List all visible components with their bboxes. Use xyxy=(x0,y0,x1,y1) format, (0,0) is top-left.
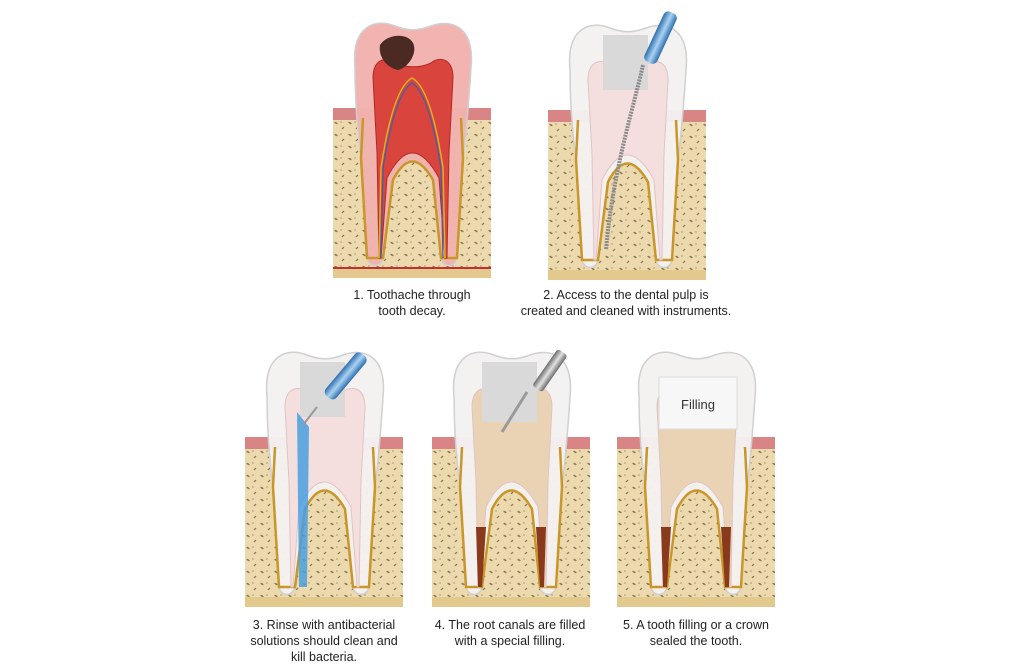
root-canal-filling xyxy=(661,527,671,587)
caption-line: kill bacteria. xyxy=(291,650,357,664)
root-cementum xyxy=(643,446,749,589)
caption-line: 2. Access to the dental pulp is xyxy=(543,288,709,302)
step-caption-2: 2. Access to the dental pulp is created a… xyxy=(506,287,746,319)
nerve xyxy=(378,77,446,259)
bone-base xyxy=(333,268,491,278)
root-canal-filling xyxy=(536,527,546,587)
bone-base xyxy=(432,597,590,607)
tooth-panel-1 xyxy=(333,22,491,278)
step-caption-1: 1. Toothache through tooth decay. xyxy=(292,287,532,319)
caption-line: tooth decay. xyxy=(378,304,446,318)
instrument-handle xyxy=(644,11,677,64)
caption-line: sealed the tooth. xyxy=(649,634,743,648)
step-caption-3: 3. Rinse with antibacterial solutions sho… xyxy=(204,617,444,665)
bone-base xyxy=(617,597,775,607)
plugger-tip xyxy=(500,391,529,433)
endodontic-file xyxy=(604,64,645,251)
root-cementum xyxy=(458,446,564,589)
syringe-needle xyxy=(302,406,318,426)
syringe xyxy=(324,352,367,400)
step-caption-5: 5. A tooth filling or a crown sealed the … xyxy=(576,617,816,649)
antibacterial-rinse xyxy=(297,412,309,587)
access-cavity xyxy=(482,362,537,422)
tooth-panel-4 xyxy=(432,349,590,607)
caption-line: with a special filling. xyxy=(454,634,566,648)
caption-line: 5. A tooth filling or a crown xyxy=(623,618,769,632)
caption-line: solutions should clean and xyxy=(250,634,398,648)
tooth-panel-5: Filling xyxy=(617,351,775,607)
bone-base xyxy=(548,270,706,280)
root-cementum xyxy=(574,119,680,262)
root-canal-filling xyxy=(721,527,731,587)
bone-base xyxy=(245,597,403,607)
caption-line: 3. Rinse with antibacterial xyxy=(252,618,396,632)
filling xyxy=(658,376,738,430)
filling-label: Filling xyxy=(681,397,715,412)
access-cavity xyxy=(603,35,648,90)
root-canal-filling xyxy=(476,527,486,587)
caption-line: 4. The root canals are filled xyxy=(434,618,586,632)
blood-vessel xyxy=(380,82,444,259)
root-cementum xyxy=(359,117,465,260)
root-cementum xyxy=(271,446,377,589)
caption-line: 1. Toothache through xyxy=(353,288,471,302)
plugger-instrument xyxy=(533,349,567,392)
tooth-panel-2 xyxy=(548,11,706,280)
caption-line: created and cleaned with instruments. xyxy=(520,304,732,318)
tooth-decay-cavity xyxy=(379,35,415,70)
tooth-panel-3 xyxy=(245,351,403,607)
step-caption-4: 4. The root canals are filled with a spec… xyxy=(390,617,630,649)
